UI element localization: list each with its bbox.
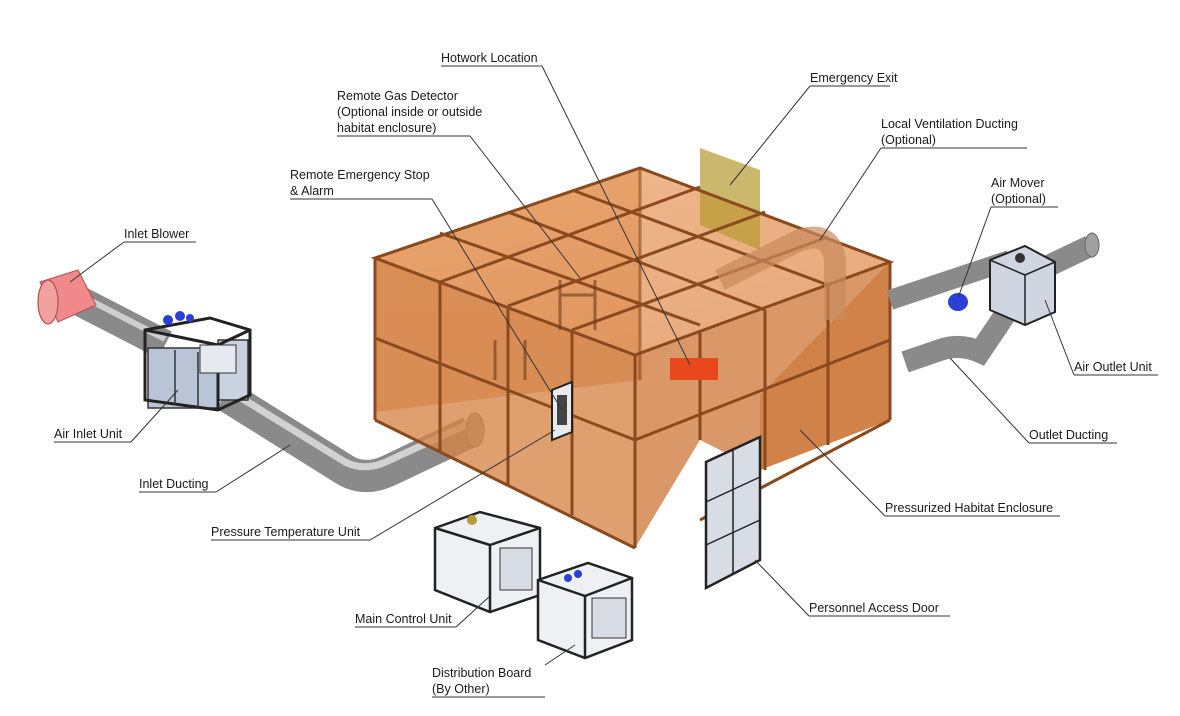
distribution-board-label-1: Distribution Board xyxy=(432,666,531,680)
pressure-temperature-unit xyxy=(551,380,573,442)
label-air-inlet-unit: Air Inlet Unit xyxy=(54,389,179,443)
label-remote-gas-detector: Remote Gas Detector (Optional inside or … xyxy=(337,89,581,279)
remote-estop-label-1: Remote Emergency Stop xyxy=(290,168,430,182)
air-outlet-unit xyxy=(989,244,1056,327)
local-ventilation-label-2: (Optional) xyxy=(881,133,936,147)
air-mover-label-1: Air Mover xyxy=(991,176,1044,190)
label-personnel-access-door: Personnel Access Door xyxy=(754,559,950,617)
air-mover-label-2: (Optional) xyxy=(991,192,1046,206)
local-ventilation-label-1: Local Ventilation Ducting xyxy=(881,117,1018,131)
pressurized-habitat-enclosure xyxy=(370,148,895,550)
air-outlet-unit-label: Air Outlet Unit xyxy=(1074,360,1152,374)
main-control-unit-label: Main Control Unit xyxy=(355,612,452,626)
label-air-outlet-unit: Air Outlet Unit xyxy=(1044,299,1158,376)
label-emergency-exit: Emergency Exit xyxy=(729,71,898,186)
air-inlet-unit-label: Air Inlet Unit xyxy=(54,427,123,441)
main-control-unit xyxy=(433,510,542,614)
label-main-control-unit: Main Control Unit xyxy=(355,595,491,628)
remote-gas-detector-label-1: Remote Gas Detector xyxy=(337,89,458,103)
remote-estop-label-2: & Alarm xyxy=(290,184,334,198)
inlet-blower xyxy=(37,269,97,325)
distribution-board-label-2: (By Other) xyxy=(432,682,490,696)
inlet-blower-label: Inlet Blower xyxy=(124,227,189,241)
pressure-temp-unit-label: Pressure Temperature Unit xyxy=(211,525,361,539)
label-inlet-ducting: Inlet Ducting xyxy=(139,444,291,493)
label-remote-emergency-stop: Remote Emergency Stop & Alarm xyxy=(290,168,563,411)
inlet-ducting-label: Inlet Ducting xyxy=(139,477,209,491)
label-outlet-ducting: Outlet Ducting xyxy=(949,357,1117,444)
label-pressure-temperature-unit: Pressure Temperature Unit xyxy=(211,429,556,541)
remote-gas-detector-label-3: habitat enclosure) xyxy=(337,121,436,135)
label-local-ventilation-ducting: Local Ventilation Ducting (Optional) xyxy=(819,117,1027,241)
label-pressurized-habitat: Pressurized Habitat Enclosure xyxy=(799,429,1060,517)
label-hotwork-location: Hotwork Location xyxy=(441,51,691,366)
distribution-board xyxy=(536,561,634,660)
outlet-ducting-label: Outlet Ducting xyxy=(1029,428,1108,442)
label-inlet-blower: Inlet Blower xyxy=(69,227,196,283)
pressurized-habitat-label: Pressurized Habitat Enclosure xyxy=(885,501,1053,515)
remote-gas-detector-label-2: (Optional inside or outside xyxy=(337,105,482,119)
air-inlet-unit xyxy=(143,311,252,412)
label-air-mover: Air Mover (Optional) xyxy=(957,176,1058,299)
hotwork-location-label: Hotwork Location xyxy=(441,51,538,65)
label-distribution-board: Distribution Board (By Other) xyxy=(432,644,576,698)
emergency-exit-label: Emergency Exit xyxy=(810,71,898,85)
personnel-access-door xyxy=(704,435,762,591)
personnel-access-door-label: Personnel Access Door xyxy=(809,601,939,615)
air-mover xyxy=(948,293,968,311)
